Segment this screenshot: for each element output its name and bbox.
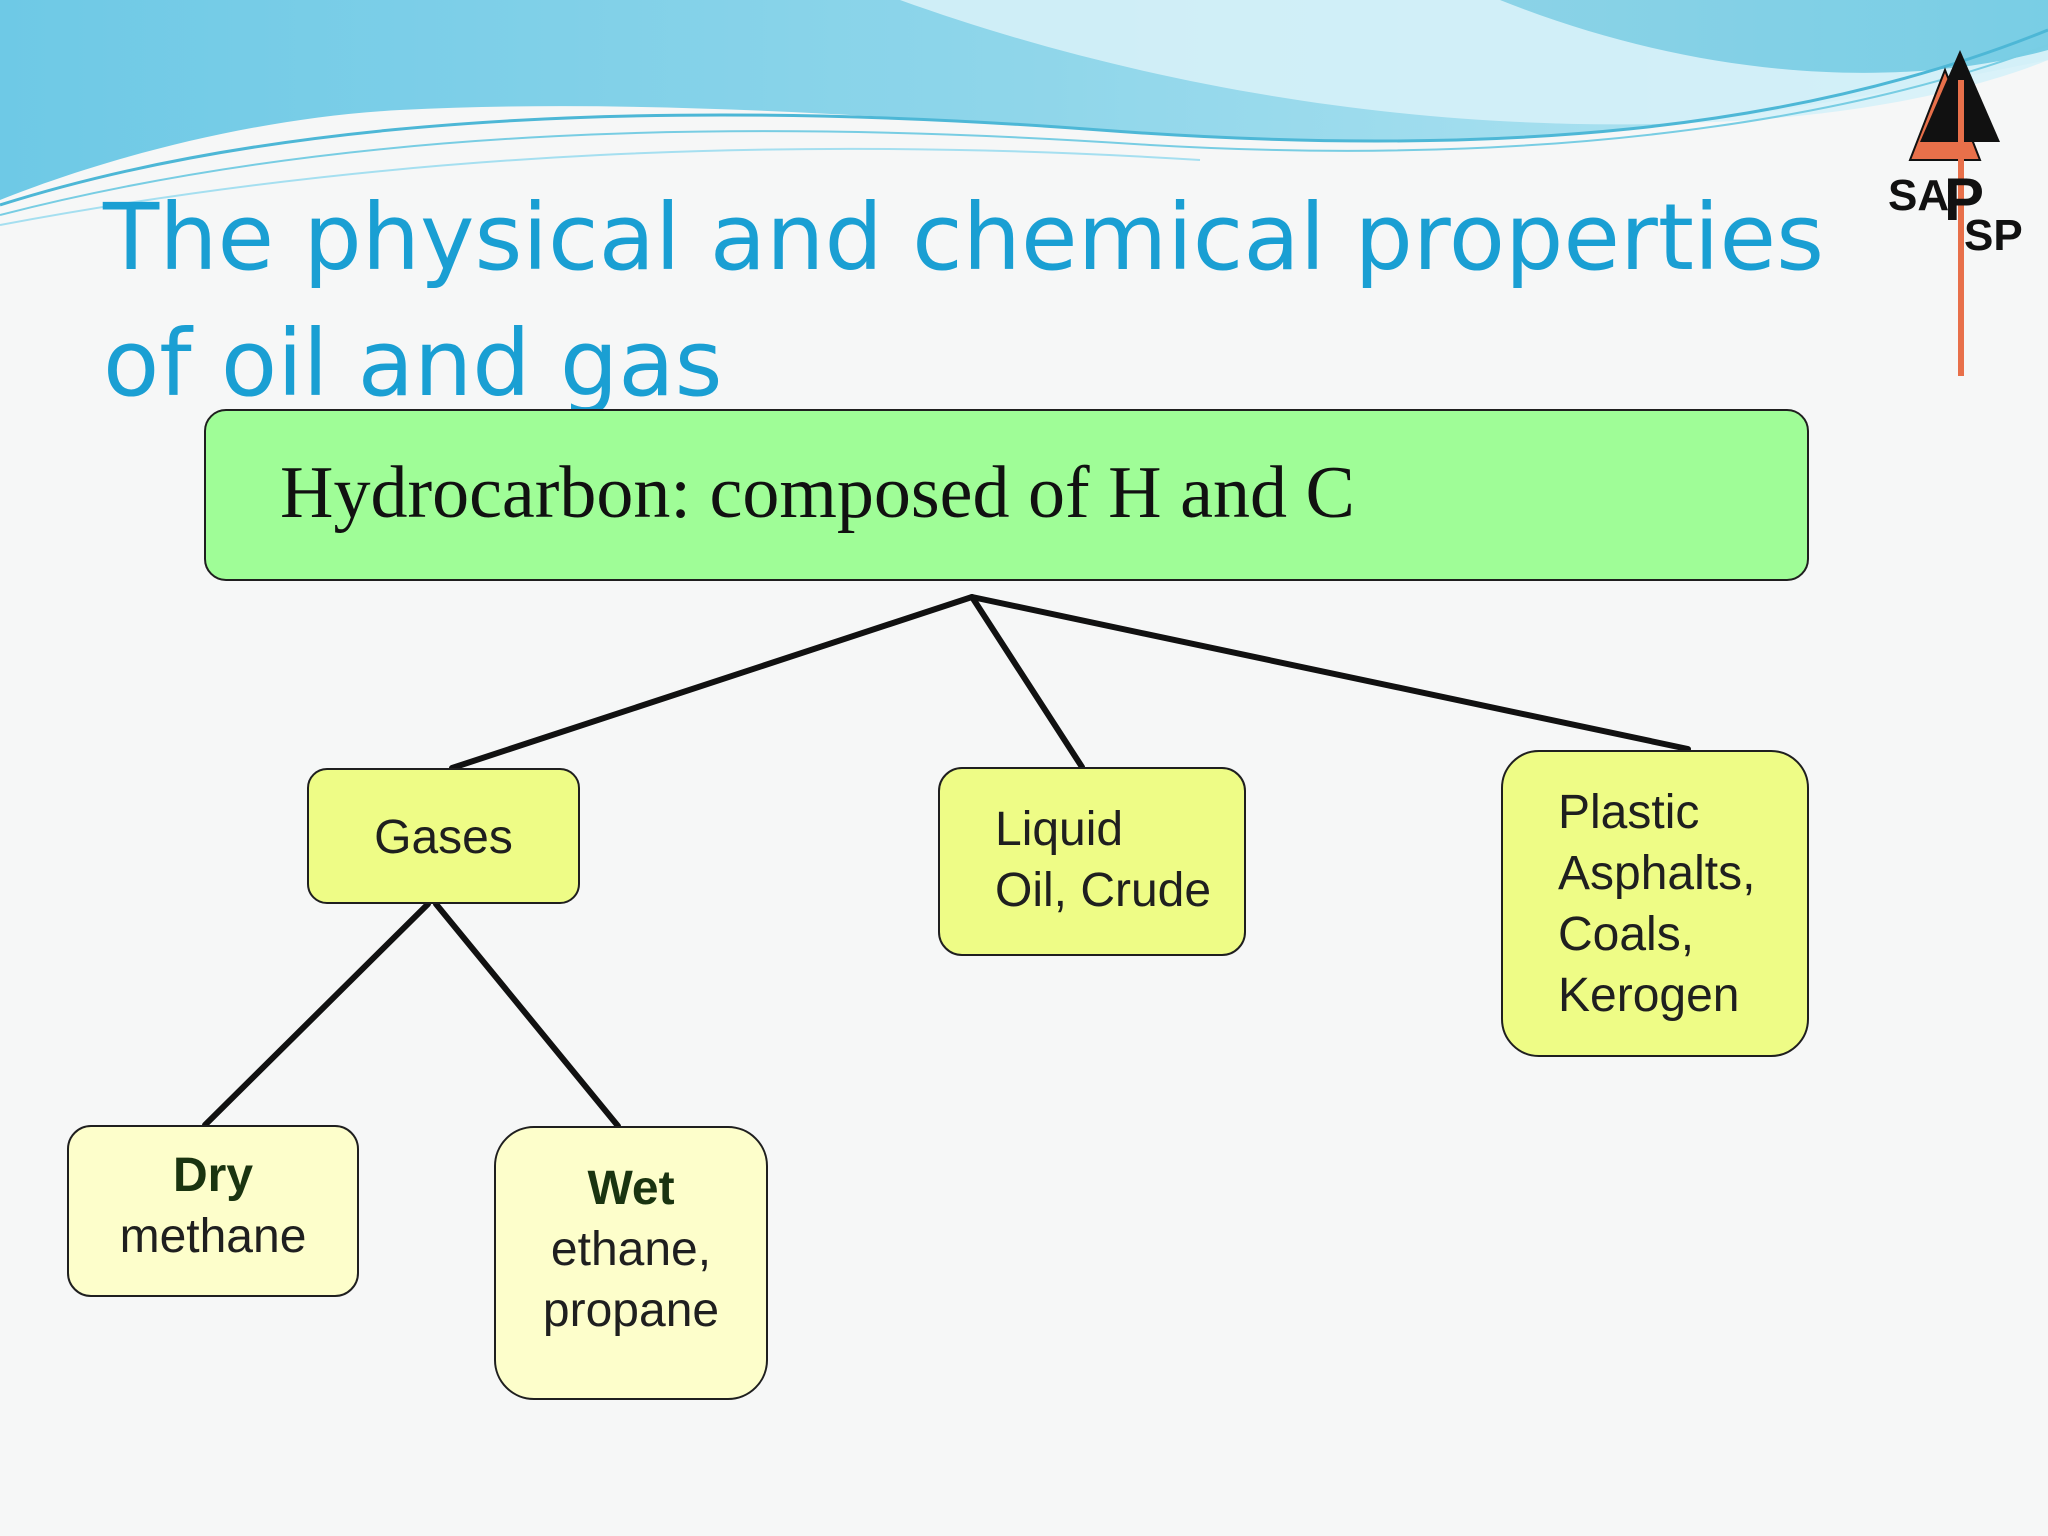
node-dry-head: Dry xyxy=(172,1149,254,1202)
logo-text-bottom: SP xyxy=(1964,211,2023,260)
sapsp-logo: SA P SP xyxy=(1888,50,2023,376)
edge-root-plastic xyxy=(969,594,1691,752)
edge-root-liquid xyxy=(969,594,1085,770)
node-plastic-line-1: Plastic xyxy=(1558,786,1700,839)
node-wet: Wet ethane, propane xyxy=(494,1126,768,1400)
slide-title: The physical and chemical properties of … xyxy=(103,184,1825,417)
node-wet-line-1: ethane, xyxy=(550,1223,712,1276)
node-hydrocarbon-label: Hydrocarbon: composed of H and C xyxy=(280,452,1355,534)
node-plastic-line-4: Kerogen xyxy=(1558,969,1740,1022)
node-dry-line-1: methane xyxy=(119,1210,307,1263)
header-wave-decoration xyxy=(0,0,2048,226)
node-wet-head: Wet xyxy=(587,1162,675,1215)
logo-text-top: SA xyxy=(1888,171,1949,220)
logo-letter: P xyxy=(1944,166,1984,233)
node-gases-label: Gases xyxy=(374,811,513,864)
edge-gases-wet xyxy=(433,901,621,1129)
node-liquid: Liquid Oil, Crude xyxy=(938,767,1246,956)
node-hydrocarbon: Hydrocarbon: composed of H and C xyxy=(204,409,1809,581)
node-gases: Gases xyxy=(307,768,580,904)
node-liquid-line-1: Liquid xyxy=(995,803,1124,856)
edge-gases-dry xyxy=(202,901,431,1128)
edge-root-gases xyxy=(449,594,975,771)
node-dry: Dry methane xyxy=(67,1125,359,1297)
node-plastic-line-2: Asphalts, xyxy=(1558,847,1756,900)
node-plastic-line-3: Coals, xyxy=(1558,908,1695,961)
node-plastic: Plastic Asphalts, Coals, Kerogen xyxy=(1501,750,1809,1057)
node-wet-line-2: propane xyxy=(542,1284,720,1337)
node-liquid-line-2: Oil, Crude xyxy=(995,864,1212,917)
